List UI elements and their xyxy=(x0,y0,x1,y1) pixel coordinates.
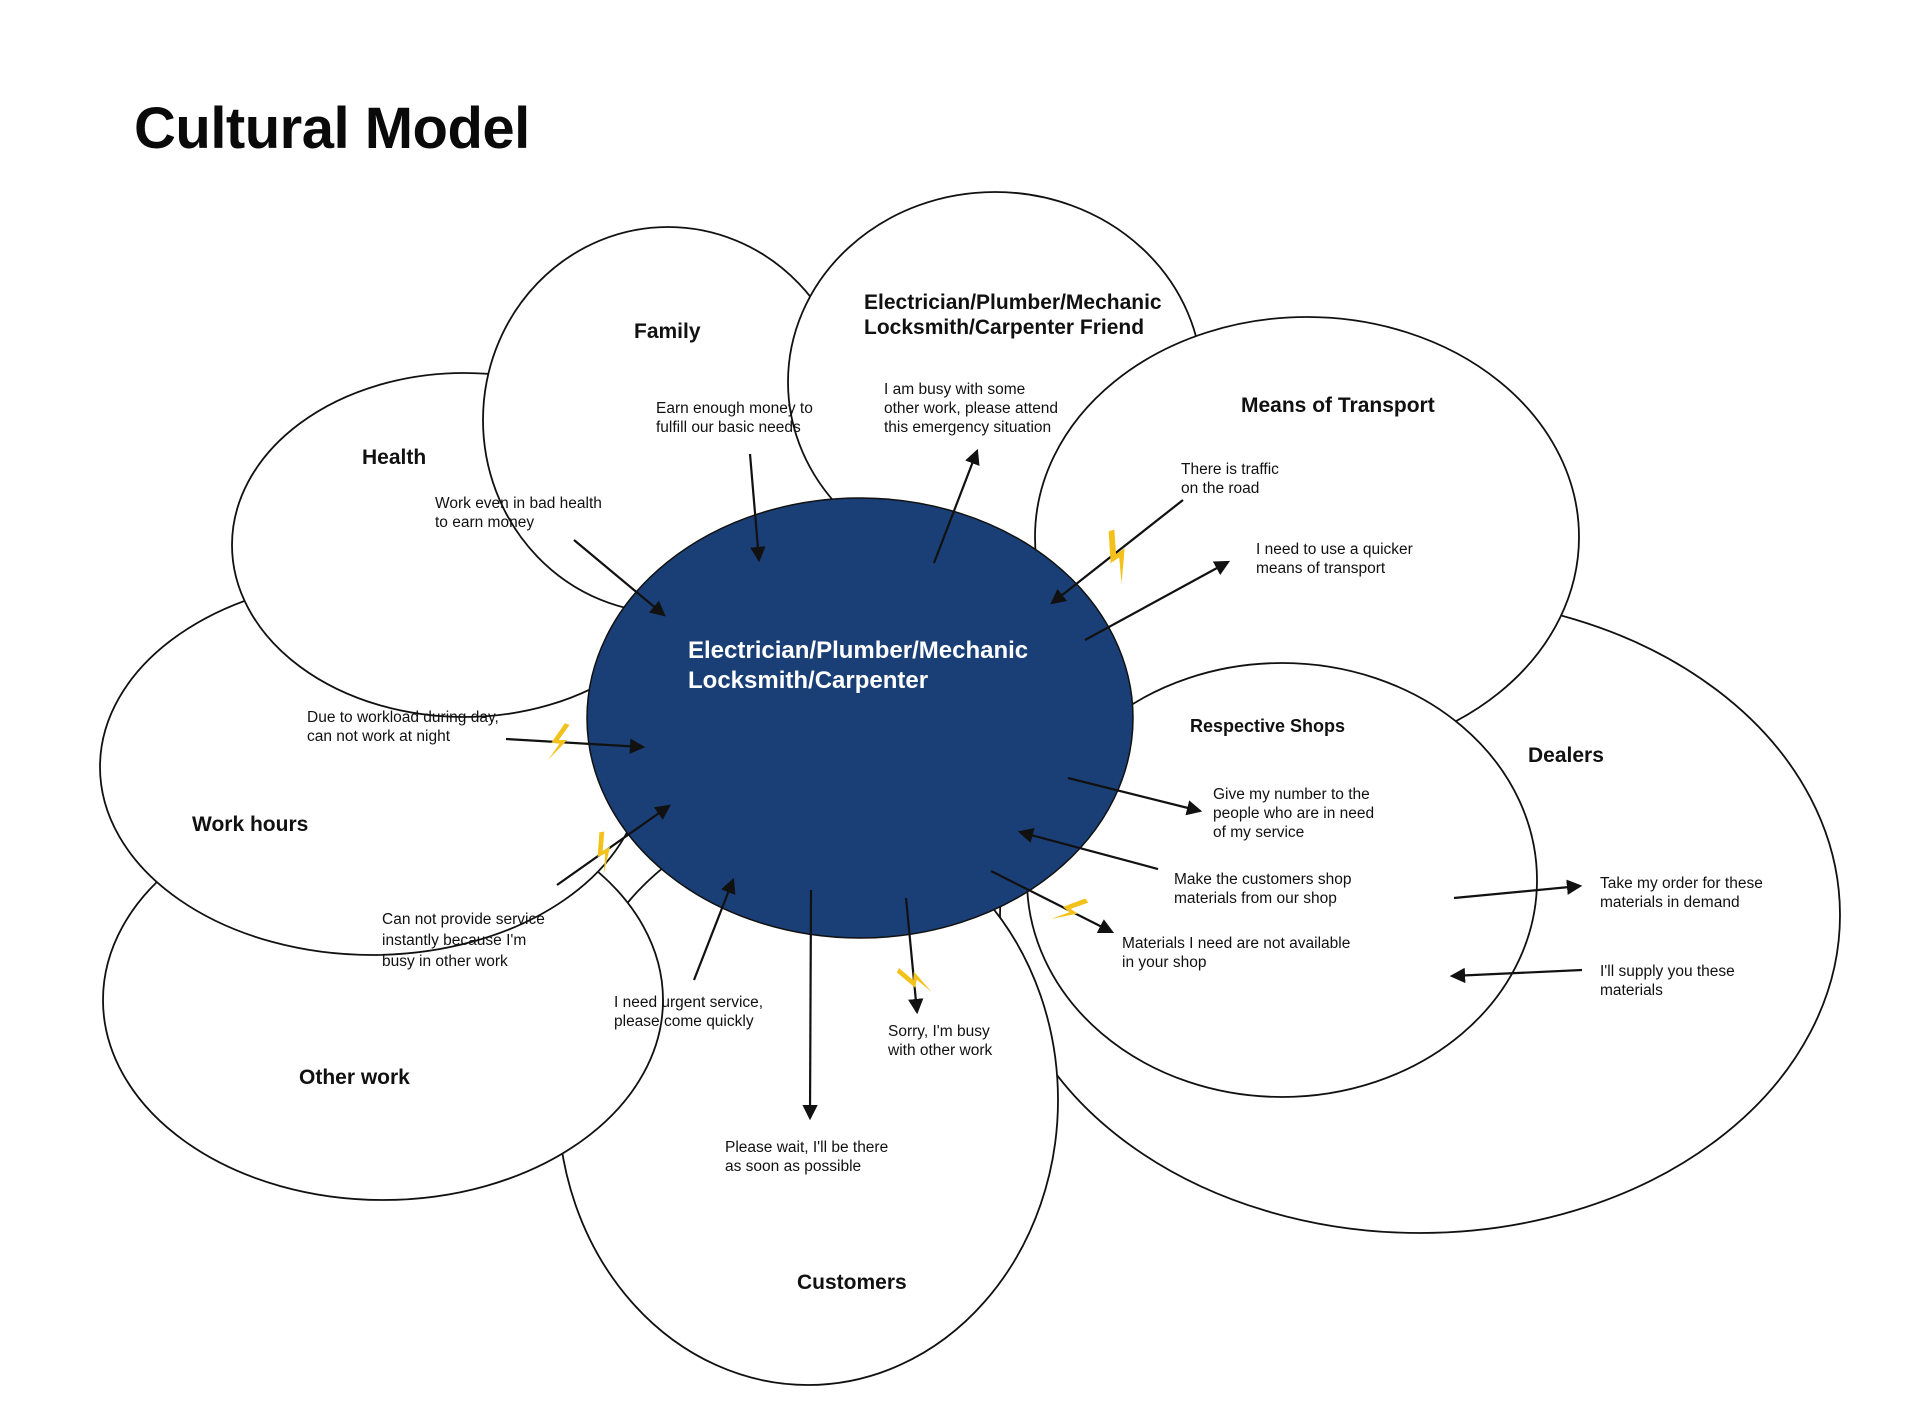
center-role-line: Electrician/Plumber/Mechanic xyxy=(688,637,1029,664)
note-line: materials xyxy=(1600,982,1663,999)
note-line: I need urgent service, xyxy=(614,994,764,1011)
note-line: Sorry, I'm busy xyxy=(888,1023,990,1040)
arrow-customer-urgent xyxy=(692,877,736,981)
breakdown-markers xyxy=(548,529,1125,993)
lightning-icon xyxy=(896,968,932,993)
note-line: this emergency situation xyxy=(884,419,1052,436)
work-hours-heading: Work hours xyxy=(192,813,309,836)
family-note: Earn enough money to fulfill our basic n… xyxy=(656,399,813,437)
friend-heading: Electrician/Plumber/Mechanic Locksmith/C… xyxy=(864,290,1162,340)
note-line: instantly because I'm xyxy=(382,932,527,949)
lightning-icon xyxy=(1108,529,1125,584)
lightning-icon xyxy=(597,831,611,875)
arrow-friend xyxy=(932,448,980,564)
customers-heading: Customers xyxy=(797,1271,907,1294)
arrow-materials-unavailable xyxy=(990,870,1115,934)
flow-arrows xyxy=(505,448,1583,1121)
note-line: Please wait, I'll be there xyxy=(725,1139,889,1156)
other-work-heading: Other work xyxy=(299,1066,410,1089)
note-line: means of transport xyxy=(1256,560,1386,577)
arrow-quicker xyxy=(1084,560,1231,641)
center-role-line: Locksmith/Carpenter xyxy=(688,667,929,694)
transport-heading: Means of Transport xyxy=(1241,394,1435,417)
note-line: Make the customers shop xyxy=(1174,871,1352,888)
arrow-traffic xyxy=(1050,499,1184,605)
friend-heading-line: Locksmith/Carpenter Friend xyxy=(864,316,1145,339)
note-line: I'll supply you these xyxy=(1600,963,1735,980)
transport-quicker-note: I need to use a quicker means of transpo… xyxy=(1256,540,1413,578)
friend-heading-line: Electrician/Plumber/Mechanic xyxy=(864,291,1162,314)
friend-note: I am busy with some other work, please a… xyxy=(884,380,1058,437)
work-hours-note: Due to workload during day, can not work… xyxy=(307,708,499,746)
shops-materials-note: Make the customers shop materials from o… xyxy=(1174,870,1351,908)
note-line: of my service xyxy=(1213,824,1305,841)
shops-number-note: Give my number to the people who are in … xyxy=(1213,785,1374,842)
center-role-label: Electrician/Plumber/Mechanic Locksmith/C… xyxy=(688,636,1028,696)
arrow-family xyxy=(748,453,766,563)
transport-traffic-note: There is traffic on the road xyxy=(1181,460,1279,498)
arrow-please-wait xyxy=(802,889,818,1121)
note-line: I am busy with some xyxy=(884,381,1026,398)
dealers-order-note: Take my order for these materials in dem… xyxy=(1600,874,1763,912)
arrow-order-dealers xyxy=(1453,879,1583,900)
page-title: Cultural Model xyxy=(134,96,530,161)
note-line: Take my order for these xyxy=(1600,875,1763,892)
lightning-icon xyxy=(1050,898,1089,920)
arrow-customers-shop xyxy=(1017,827,1159,871)
family-heading: Family xyxy=(634,320,701,343)
note-line: with other work xyxy=(888,1042,993,1059)
note-line: fulfill our basic needs xyxy=(656,419,801,436)
note-line: as soon as possible xyxy=(725,1158,862,1175)
note-line: There is traffic xyxy=(1181,461,1279,478)
arrow-sorry-busy xyxy=(904,897,924,1015)
note-line: Materials I need are not available xyxy=(1122,935,1351,952)
note-line: can not work at night xyxy=(307,728,451,745)
arrow-work-hours xyxy=(505,737,646,754)
note-line: Due to workload during day, xyxy=(307,709,499,726)
note-line: other work, please attend xyxy=(884,400,1059,417)
lightning-icon xyxy=(548,723,570,760)
note-line: Can not provide service xyxy=(382,911,545,928)
health-heading: Health xyxy=(362,446,427,469)
shops-heading: Respective Shops xyxy=(1190,716,1346,736)
note-line: please come quickly xyxy=(614,1013,754,1030)
note-line: Earn enough money to xyxy=(656,400,813,417)
arrow-health xyxy=(573,539,666,617)
note-line: materials in demand xyxy=(1600,894,1740,911)
note-line: on the road xyxy=(1181,480,1260,497)
dealers-supply-note: I'll supply you these materials xyxy=(1600,962,1735,1000)
note-line: in your shop xyxy=(1122,954,1207,971)
note-line: to earn money xyxy=(435,514,535,531)
note-line: Work even in bad health xyxy=(435,495,602,512)
note-line: Give my number to the xyxy=(1213,786,1370,803)
customers-urgent-note: I need urgent service, please come quick… xyxy=(614,993,763,1031)
customers-wait-note: Please wait, I'll be there as soon as po… xyxy=(725,1138,888,1176)
other-work-note: Can not provide service instantly becaus… xyxy=(382,909,545,972)
note-line: busy in other work xyxy=(382,953,508,970)
dealers-heading: Dealers xyxy=(1528,744,1604,767)
arrow-other-work xyxy=(556,804,671,886)
note-line: people who are in need xyxy=(1213,805,1375,822)
note-line: materials from our shop xyxy=(1174,890,1337,907)
shops-unavailable-note: Materials I need are not available in yo… xyxy=(1122,934,1350,972)
arrow-supply xyxy=(1449,967,1583,984)
customers-sorry-note: Sorry, I'm busy with other work xyxy=(888,1022,992,1060)
arrow-give-number xyxy=(1067,776,1203,816)
center-role-ellipse xyxy=(586,497,1134,939)
health-note: Work even in bad health to earn money xyxy=(435,494,602,532)
note-line: I need to use a quicker xyxy=(1256,541,1413,558)
